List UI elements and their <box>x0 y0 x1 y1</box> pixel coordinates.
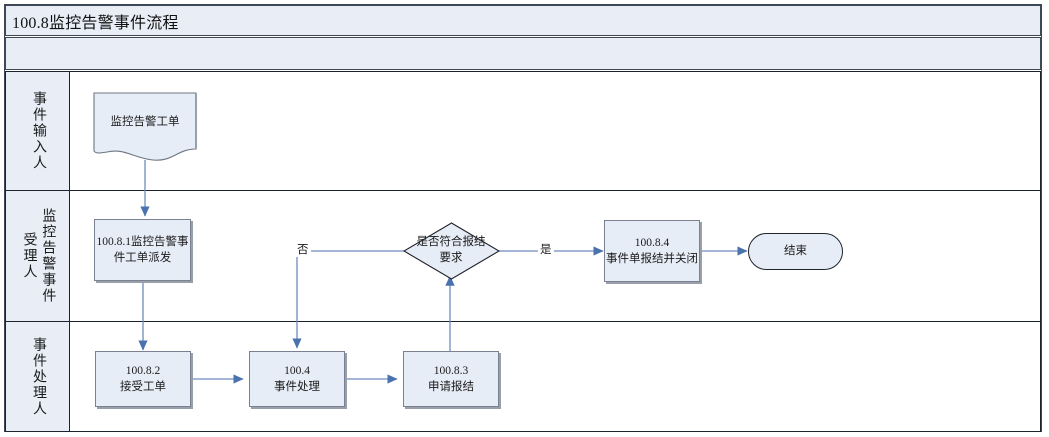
node-handle-event[interactable]: 100.4 事件处理 <box>249 351 345 407</box>
node-label-handle-event: 100.4 事件处理 <box>274 364 320 393</box>
node-label-accept-ticket: 100.8.2 接受工单 <box>120 364 166 393</box>
swimlane-header-alarm-acceptor: 监控告警事件受理人 <box>6 191 70 321</box>
node-label-document-ticket: 监控告警工单 <box>110 116 180 128</box>
page-title: 100.8监控告警事件流程 <box>12 14 179 32</box>
edge-label-yes: 是 <box>538 244 554 257</box>
diagram-subtitle-band <box>5 37 1041 70</box>
node-label-apply-close: 100.8.3 申请报结 <box>428 364 474 393</box>
node-document-ticket[interactable]: 监控告警工单 <box>93 92 197 162</box>
swimlane-event-input: 事件输入人 <box>5 71 1041 191</box>
node-label-decision: 是否符合报结 要求 <box>416 236 486 264</box>
swimlane-header-event-handler: 事件处理人 <box>6 322 70 431</box>
swimlane-label-alarm-acceptor: 监控告警事件受理人 <box>21 208 56 304</box>
node-dispatch[interactable]: 100.8.1监控告警事 件工单派发 <box>94 219 191 281</box>
swimlane-label-event-handler: 事件处理人 <box>30 336 46 417</box>
document-shape-icon <box>93 92 197 161</box>
diamond-shape-icon <box>403 222 500 280</box>
node-apply-close[interactable]: 100.8.3 申请报结 <box>403 351 499 407</box>
swimlane-header-event-input: 事件输入人 <box>6 72 70 190</box>
node-end[interactable]: 结束 <box>748 233 843 270</box>
node-label-end: 结束 <box>784 245 807 258</box>
node-close-ticket[interactable]: 100.8.4 事件单报结并关闭 <box>604 220 700 282</box>
node-label-close-ticket: 100.8.4 事件单报结并关闭 <box>606 236 698 265</box>
node-decision-meets-closure[interactable]: 是否符合报结 要求 <box>403 222 500 280</box>
swimlane-label-event-input: 事件输入人 <box>30 91 46 171</box>
edge-label-no: 否 <box>295 244 311 257</box>
node-label-dispatch: 100.8.1监控告警事 件工单派发 <box>96 235 189 264</box>
diagram-title-band: 100.8监控告警事件流程 <box>5 5 1041 36</box>
node-accept-ticket[interactable]: 100.8.2 接受工单 <box>95 351 191 407</box>
